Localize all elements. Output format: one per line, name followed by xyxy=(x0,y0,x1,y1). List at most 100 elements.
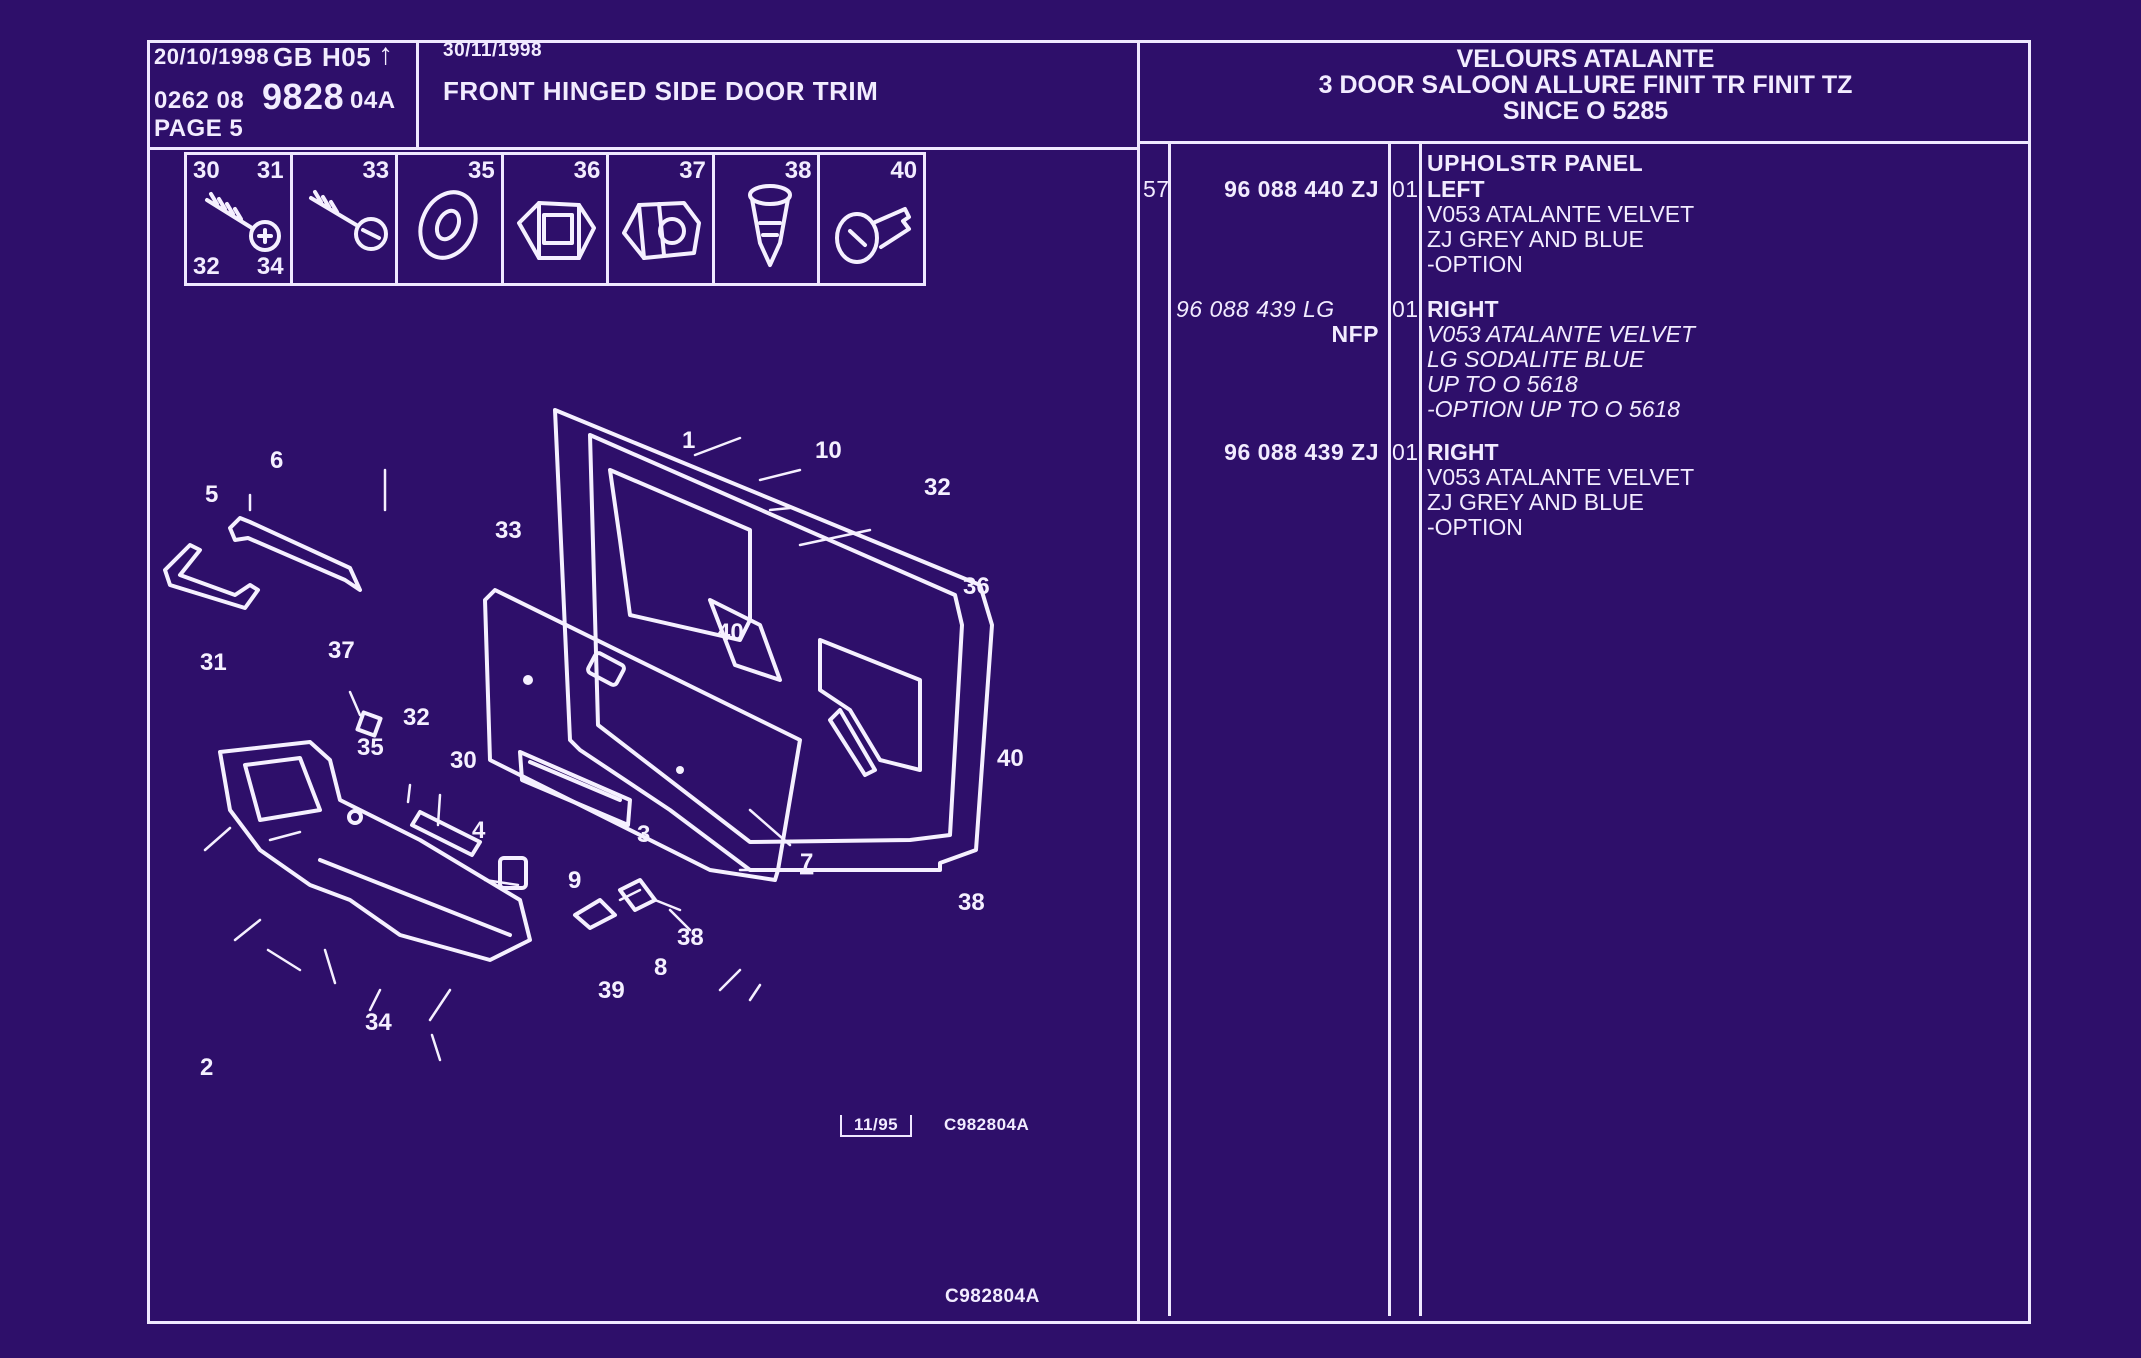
rivet-icon xyxy=(835,207,912,264)
bolt-icon xyxy=(308,190,388,251)
catalog-sheet xyxy=(147,40,2031,1324)
divider-header-bottom-left xyxy=(147,147,1140,150)
callout-label: 39 xyxy=(598,977,625,1004)
header-date2: 30/11/1998 xyxy=(443,40,543,61)
callout-label: 30 xyxy=(450,747,477,774)
bracket xyxy=(228,516,362,592)
washer-icon xyxy=(418,190,478,260)
part-side: RIGHT xyxy=(1427,439,1499,465)
header-ref-suffix: 04A xyxy=(350,87,396,114)
ref-label: 35 xyxy=(468,157,495,184)
callout-label: 35 xyxy=(357,734,384,761)
ref-label: 40 xyxy=(890,157,918,184)
fastener-cell-rivet[interactable]: 40 xyxy=(820,155,923,283)
divider-col-desc xyxy=(1419,141,1422,1316)
callout-label: 5 xyxy=(205,481,218,508)
ref-label: 33 xyxy=(362,157,390,184)
inner-panel xyxy=(483,588,802,882)
drawing-ref-bottom: C982804A xyxy=(945,1286,1040,1307)
fastener-icon-strip: 30 31 32 34 33 35 36 37 xyxy=(184,152,926,286)
header-lang: GB xyxy=(273,42,313,72)
divider-header-bottom-right xyxy=(1137,141,2031,144)
model-line-3: SINCE O 5285 xyxy=(1502,97,1669,125)
parts-title: UPHOLSTR PANEL xyxy=(1427,150,1644,176)
fastener-cell-push-clip[interactable]: 38 xyxy=(715,155,821,283)
door-pocket xyxy=(218,740,532,962)
fastener-cell-clip[interactable]: 36 xyxy=(504,155,610,283)
door-trim-panel xyxy=(553,408,994,872)
callout-label: 38 xyxy=(677,924,704,951)
ref-label: 31 xyxy=(256,157,284,184)
callout-label: 10 xyxy=(815,437,842,464)
nut-clip-icon xyxy=(622,201,702,260)
desc-line: -OPTION UP TO O 5618 xyxy=(1427,396,1681,422)
model-block: VELOURS ATALANTE 3 DOOR SALOON ALLURE FI… xyxy=(1140,46,2031,124)
part-description: RIGHT V053 ATALANTE VELVET ZJ GREY AND B… xyxy=(1427,440,1694,540)
fastener-cell-washer[interactable]: 35 xyxy=(398,155,504,283)
callout-label: 31 xyxy=(200,649,227,676)
callout-label: 38 xyxy=(958,889,985,916)
trim-strip xyxy=(410,810,482,857)
desc-line: LG SODALITE BLUE xyxy=(1427,346,1645,372)
callout-label: 9 xyxy=(568,867,581,894)
door-trim-exploded-diagram: 1 2 3 4 5 6 7 8 9 10 31 32 32 33 34 35 3… xyxy=(163,408,1024,1081)
stamp-date: 11/95 xyxy=(840,1115,913,1137)
desc-line: V053 ATALANTE VELVET xyxy=(1427,201,1695,227)
ref-label: 37 xyxy=(679,157,706,184)
fastener-cell-bolt[interactable]: 33 xyxy=(293,155,399,283)
model-line-1: VELOURS ATALANTE xyxy=(1456,45,1715,73)
desc-line: UP TO O 5618 xyxy=(1427,371,1578,397)
callout-label: 7 xyxy=(800,849,813,876)
part-qty: 01 xyxy=(1392,176,1419,202)
callout-label: 32 xyxy=(403,704,430,731)
callout-label: 37 xyxy=(328,637,355,664)
push-clip-icon xyxy=(747,184,792,267)
desc-line: V053 ATALANTE VELVET xyxy=(1427,464,1695,490)
drawing-ref: C982804A xyxy=(944,1115,1030,1134)
part-side: LEFT xyxy=(1427,176,1485,202)
grab-handle xyxy=(518,750,632,827)
callout-label: 36 xyxy=(963,573,990,600)
callout-label: 8 xyxy=(654,954,667,981)
part-description: LEFT V053 ATALANTE VELVET ZJ GREY AND BL… xyxy=(1427,177,1694,277)
callout-label: 6 xyxy=(270,447,283,474)
header-page: PAGE 5 xyxy=(154,115,244,142)
part-description: RIGHT V053 ATALANTE VELVET LG SODALITE B… xyxy=(1427,297,1695,422)
ref-label: 36 xyxy=(573,157,601,184)
nfp-label: NFP xyxy=(1331,321,1379,347)
callout-label: 34 xyxy=(365,1009,392,1036)
divider-col-qty xyxy=(1388,141,1391,1316)
divider-main xyxy=(1137,40,1140,1324)
desc-line: -OPTION xyxy=(1427,514,1523,540)
ref-label: 32 xyxy=(193,253,220,280)
header-code: H05 xyxy=(322,42,372,72)
screw-icon xyxy=(205,192,281,252)
fastener-cell-nut-clip[interactable]: 37 xyxy=(609,155,715,283)
callout-label: 40 xyxy=(997,745,1024,772)
callout-label: 32 xyxy=(924,474,951,501)
callout-label: 40 xyxy=(717,619,744,646)
part-ref[interactable]: 96 088 440 ZJ xyxy=(1224,176,1379,202)
desc-line: -OPTION xyxy=(1427,251,1523,277)
header-ref-prefix: 0262 08 xyxy=(154,87,245,114)
part-qty: 01 xyxy=(1392,439,1419,465)
part-ref[interactable]: 96 088 439 ZJ xyxy=(1224,439,1379,465)
header-date1: 20/10/1998 xyxy=(154,44,270,69)
section-title: FRONT HINGED SIDE DOOR TRIM xyxy=(443,76,879,106)
up-arrow-icon: ↑ xyxy=(378,38,394,71)
clip-icon xyxy=(516,201,596,260)
item-number: 57 xyxy=(1143,176,1170,202)
part-qty: 01 xyxy=(1392,296,1419,322)
callout-label: 1 xyxy=(682,427,695,454)
callout-label: 3 xyxy=(637,821,650,848)
fastener-cell-screw[interactable]: 30 31 32 34 xyxy=(187,155,293,283)
part-side: RIGHT xyxy=(1427,296,1499,322)
header-ref-main: 9828 xyxy=(262,76,345,117)
divider-col-ref xyxy=(1168,141,1171,1316)
desc-line: ZJ GREY AND BLUE xyxy=(1427,489,1644,515)
part-ref[interactable]: 96 088 439 LG xyxy=(1176,296,1335,322)
callout-label: 4 xyxy=(472,817,486,844)
ref-label: 34 xyxy=(256,253,284,280)
desc-line: ZJ GREY AND BLUE xyxy=(1427,226,1644,252)
ref-label: 30 xyxy=(193,157,220,184)
